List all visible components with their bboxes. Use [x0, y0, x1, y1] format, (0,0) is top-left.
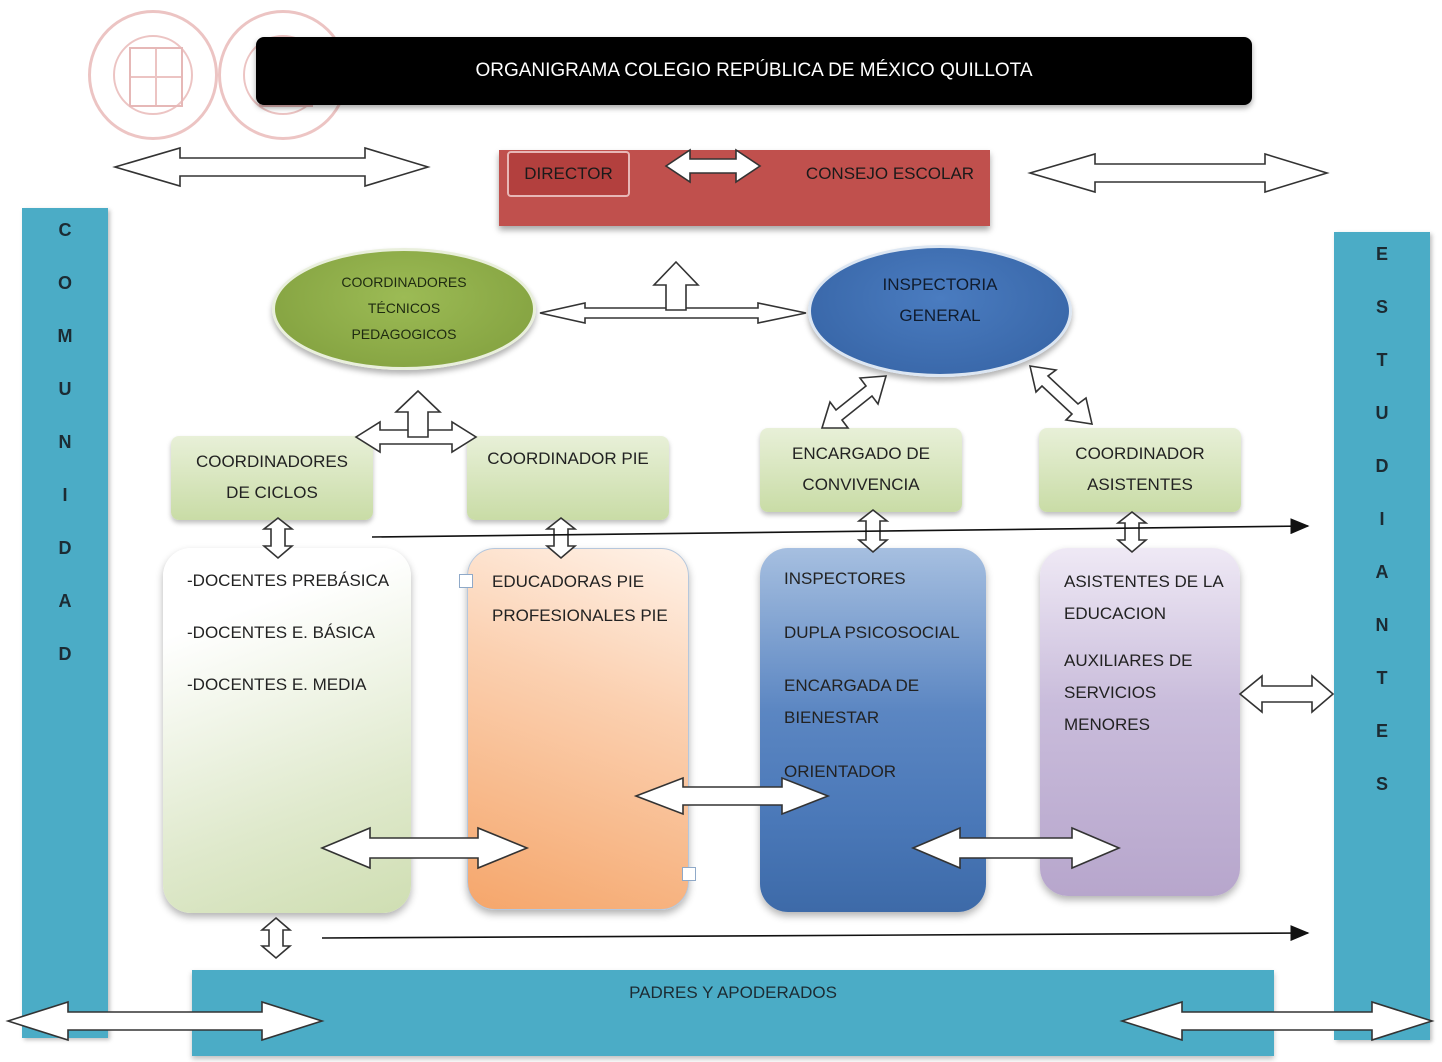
double-arrow-icon	[1238, 674, 1335, 714]
coordinadores-tecnicos-ellipse: COORDINADORES TÉCNICOS PEDAGOGICOS	[272, 248, 536, 370]
up-arrow-icon	[394, 389, 442, 438]
director-box: DIRECTOR	[507, 151, 630, 197]
convivencia-line: ENCARGADO DE	[792, 444, 930, 464]
comunidad-bar	[22, 208, 108, 1038]
selection-handle[interactable]	[459, 574, 473, 588]
pie-item: PROFESIONALES PIE	[492, 606, 668, 626]
coordinadores-tecnicos-line: PEDAGOGICOS	[351, 325, 457, 342]
double-arrow-icon	[319, 826, 530, 870]
padres-apoderados-label: PADRES Y APODERADOS	[629, 983, 837, 1002]
estudiantes-bar	[1334, 232, 1430, 1040]
school-seal-left	[88, 10, 218, 140]
asistentes-item: AUXILIARES DE SERVICIOS MENORES	[1064, 650, 1193, 735]
coordinadores-tecnicos-line: COORDINADORES	[341, 274, 467, 291]
page-title: ORGANIGRAMA COLEGIO REPÚBLICA DE MÉXICO …	[475, 60, 1033, 81]
comunidad-letter: D	[58, 538, 72, 558]
coordinador-pie-box: COORDINADOR PIE	[467, 436, 669, 520]
double-arrow-icon	[1027, 152, 1330, 194]
vertical-double-arrow-icon	[1115, 510, 1149, 554]
docentes-item: -DOCENTES E. BÁSICA	[187, 623, 375, 643]
thin-arrow	[371, 518, 1310, 538]
comunidad-letter: D	[58, 644, 72, 664]
coordinador-pie-label: COORDINADOR PIE	[487, 449, 649, 469]
estudiantes-letter: N	[1375, 615, 1389, 635]
inspectoria-line: GENERAL	[899, 306, 981, 325]
asistentes-line: COORDINADOR	[1075, 444, 1205, 464]
coordinadores-tecnicos-line: TÉCNICOS	[367, 300, 441, 317]
vertical-double-arrow-icon	[261, 516, 295, 560]
inspectores-item: ORIENTADOR	[784, 761, 897, 781]
comunidad-letter: N	[58, 432, 72, 452]
director-label: DIRECTOR	[524, 164, 613, 184]
estudiantes-letter: E	[1375, 244, 1388, 264]
double-arrow-icon	[112, 146, 431, 188]
comunidad-letter: O	[57, 273, 72, 293]
encargado-convivencia-box: ENCARGADO DE CONVIVENCIA	[760, 428, 962, 512]
double-arrow-icon	[5, 1000, 325, 1042]
consejo-escolar-label: CONSEJO ESCOLAR	[805, 164, 975, 184]
double-arrow-icon	[1119, 1000, 1435, 1042]
thin-arrow	[321, 925, 1310, 942]
comunidad-letter: C	[58, 220, 72, 240]
coordinador-asistentes-box: COORDINADOR ASISTENTES	[1039, 428, 1241, 512]
docentes-item: -DOCENTES E. MEDIA	[187, 675, 367, 695]
inspectoria-general-ellipse: INSPECTORIA GENERAL	[808, 245, 1072, 377]
vertical-double-arrow-icon	[259, 916, 293, 960]
vertical-double-arrow-icon	[544, 516, 578, 560]
estudiantes-letter: A	[1375, 562, 1389, 582]
comunidad-letter: U	[58, 379, 72, 399]
comunidad-letter: M	[57, 326, 73, 346]
inspectoria-line: INSPECTORIA	[882, 274, 998, 294]
double-arrow-icon	[910, 826, 1122, 870]
title-bar: ORGANIGRAMA COLEGIO REPÚBLICA DE MÉXICO …	[256, 37, 1252, 105]
inspectores-item: ENCARGADA DE BIENESTAR	[784, 676, 920, 728]
estudiantes-letter: S	[1375, 297, 1388, 317]
comunidad-letter: I	[62, 485, 68, 505]
consejo-escolar-label-box: CONSEJO ESCOLAR	[790, 155, 990, 193]
comunidad-letters: C O M U N I D A D	[22, 204, 108, 681]
estudiantes-letter: S	[1375, 774, 1388, 794]
asistentes-item: ASISTENTES DE LA EDUCACION	[1064, 572, 1223, 624]
docentes-item: -DOCENTES PREBÁSICA	[187, 571, 390, 590]
estudiantes-letter: I	[1379, 509, 1385, 529]
estudiantes-letter: T	[1376, 350, 1388, 370]
estudiantes-letters: E S T U D I A N T E S	[1334, 228, 1430, 811]
ciclos-line: COORDINADORES	[195, 452, 349, 472]
diagonal-double-arrow-icon	[820, 375, 888, 429]
pie-item: EDUCADORAS PIE	[492, 572, 645, 591]
comunidad-letter: A	[58, 591, 72, 611]
inspectores-item: INSPECTORES	[784, 569, 906, 588]
asistentes-line: ASISTENTES	[1087, 475, 1193, 494]
ciclos-line: DE CICLOS	[226, 483, 318, 502]
diagonal-double-arrow-icon	[1028, 365, 1094, 425]
double-arrow-icon	[633, 776, 831, 816]
estudiantes-letter: E	[1375, 721, 1388, 741]
padres-apoderados-bar: PADRES Y APODERADOS	[192, 970, 1274, 1056]
up-arrow-icon	[652, 260, 700, 311]
selection-handle[interactable]	[682, 867, 696, 881]
double-arrow-icon	[539, 302, 807, 324]
estudiantes-letter: T	[1376, 668, 1388, 688]
double-arrow-icon	[664, 148, 762, 184]
coordinadores-ciclos-box: COORDINADORES DE CICLOS	[171, 436, 373, 520]
convivencia-line: CONVIVENCIA	[802, 475, 920, 494]
estudiantes-letter: U	[1375, 403, 1389, 423]
estudiantes-letter: D	[1375, 456, 1389, 476]
inspectores-item: DUPLA PSICOSOCIAL	[784, 623, 960, 643]
